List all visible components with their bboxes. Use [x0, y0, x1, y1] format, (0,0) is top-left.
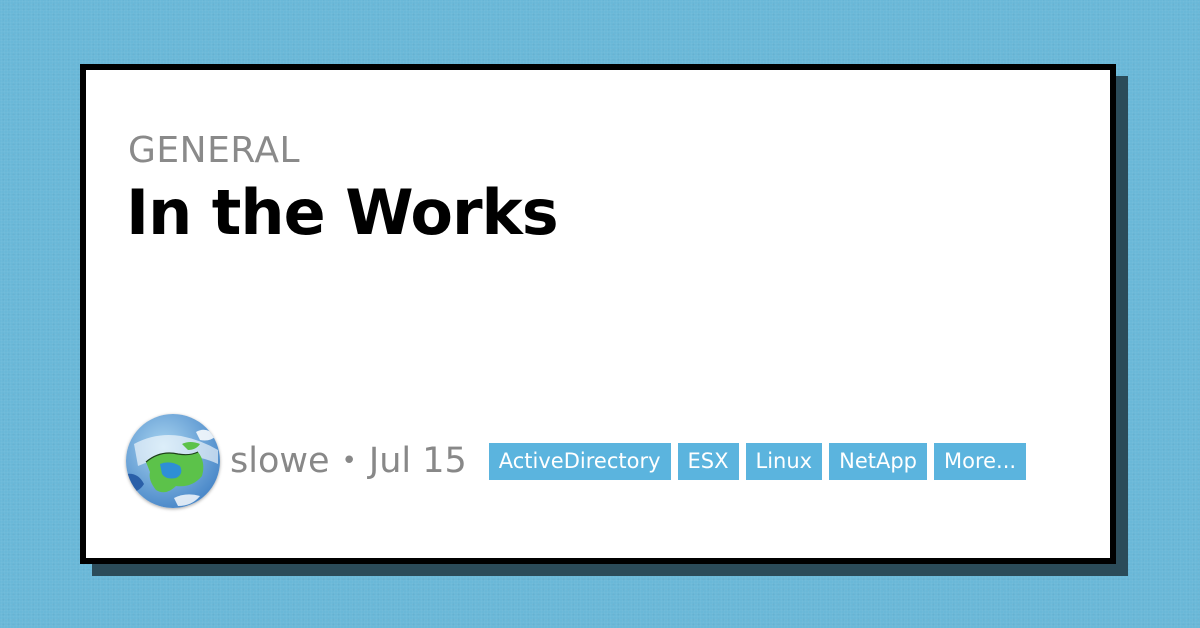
tag-more[interactable]: More... [934, 442, 1027, 480]
tag-activedirectory[interactable]: ActiveDirectory [488, 442, 671, 480]
post-title[interactable]: In the Works [126, 176, 559, 249]
byline: slowe • Jul 15 [230, 441, 467, 481]
tag-list: ActiveDirectory ESX Linux NetApp More... [488, 442, 1033, 480]
post-date: Jul 15 [368, 441, 467, 481]
byline-separator: • [341, 446, 357, 476]
tag-linux[interactable]: Linux [745, 442, 823, 480]
author-avatar[interactable] [126, 414, 220, 508]
tag-esx[interactable]: ESX [677, 442, 739, 480]
post-category: GENERAL [128, 130, 301, 171]
post-meta: slowe • Jul 15 ActiveDirectory ESX Linux… [126, 411, 1033, 511]
globe-icon [126, 414, 220, 508]
post-card[interactable]: GENERAL In the Works [80, 64, 1116, 564]
tag-netapp[interactable]: NetApp [829, 442, 927, 480]
author-name[interactable]: slowe [230, 441, 330, 481]
